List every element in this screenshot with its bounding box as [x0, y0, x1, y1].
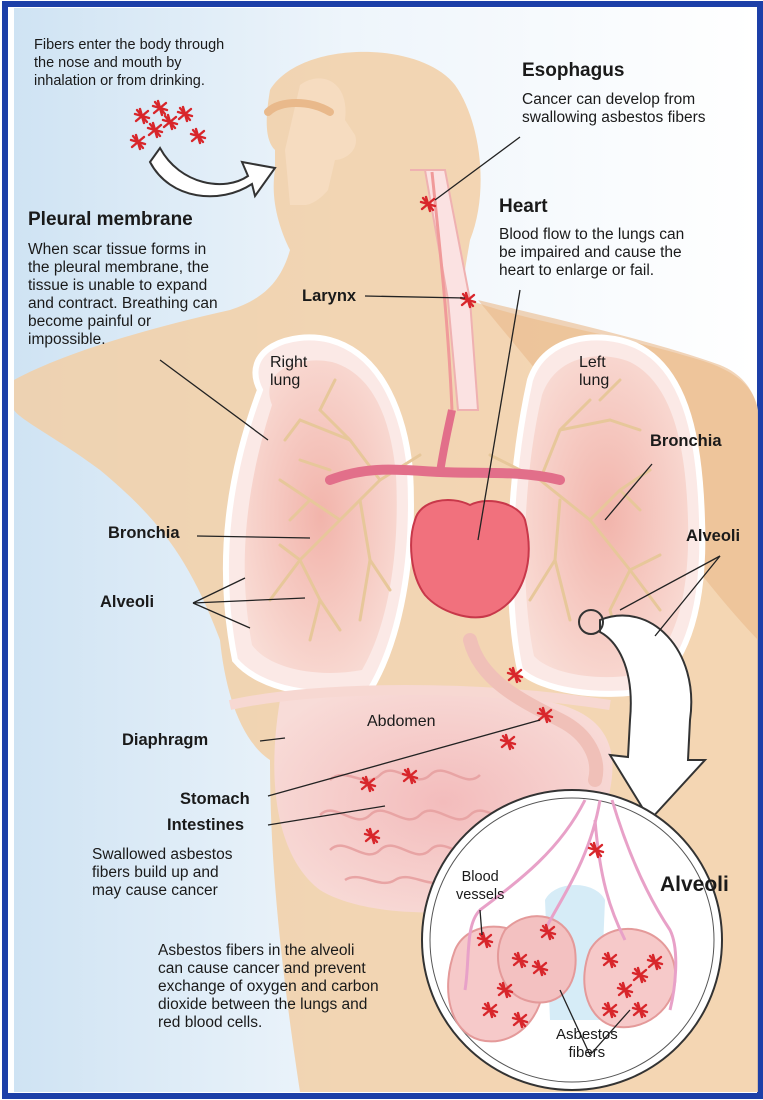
- heart: [411, 500, 529, 617]
- esophagus-text: Cancer can develop from swallowing asbes…: [522, 91, 706, 127]
- stomach-label: Stomach: [180, 790, 250, 808]
- esophagus-title: Esophagus: [522, 62, 624, 80]
- larynx-label: Larynx: [302, 287, 356, 305]
- abdomen-label: Abdomen: [367, 713, 436, 731]
- pleural-membrane-title: Pleural membrane: [28, 211, 193, 229]
- bottom-explanation-text: Asbestos fibers in the alveoli can cause…: [158, 942, 379, 1032]
- bronchia-right-label: Bronchia: [650, 432, 722, 450]
- bronchia-left-label: Bronchia: [108, 524, 180, 542]
- pleural-membrane-text: When scar tissue forms in the pleural me…: [28, 241, 218, 349]
- right-lung-label: Right lung: [270, 354, 307, 390]
- intro-text: Fibers enter the body through the nose a…: [34, 36, 224, 90]
- heart-text: Blood flow to the lungs can be impaired …: [499, 226, 684, 280]
- asbestos-fibers-label: Asbestos fibers: [556, 1026, 618, 1062]
- alveoli-inset-label: Alveoli: [660, 876, 729, 894]
- intestines-label: Intestines: [167, 816, 244, 834]
- heart-title: Heart: [499, 198, 548, 216]
- alveoli-right-label: Alveoli: [686, 527, 740, 545]
- left-lung-label: Left lung: [579, 354, 609, 390]
- alveoli-left-label: Alveoli: [100, 593, 154, 611]
- swallowed-text: Swallowed asbestos fibers build up and m…: [92, 846, 232, 900]
- blood-vessels-label: Blood vessels: [456, 868, 504, 904]
- diaphragm-label: Diaphragm: [122, 731, 208, 749]
- alveolus-mid: [498, 916, 576, 1002]
